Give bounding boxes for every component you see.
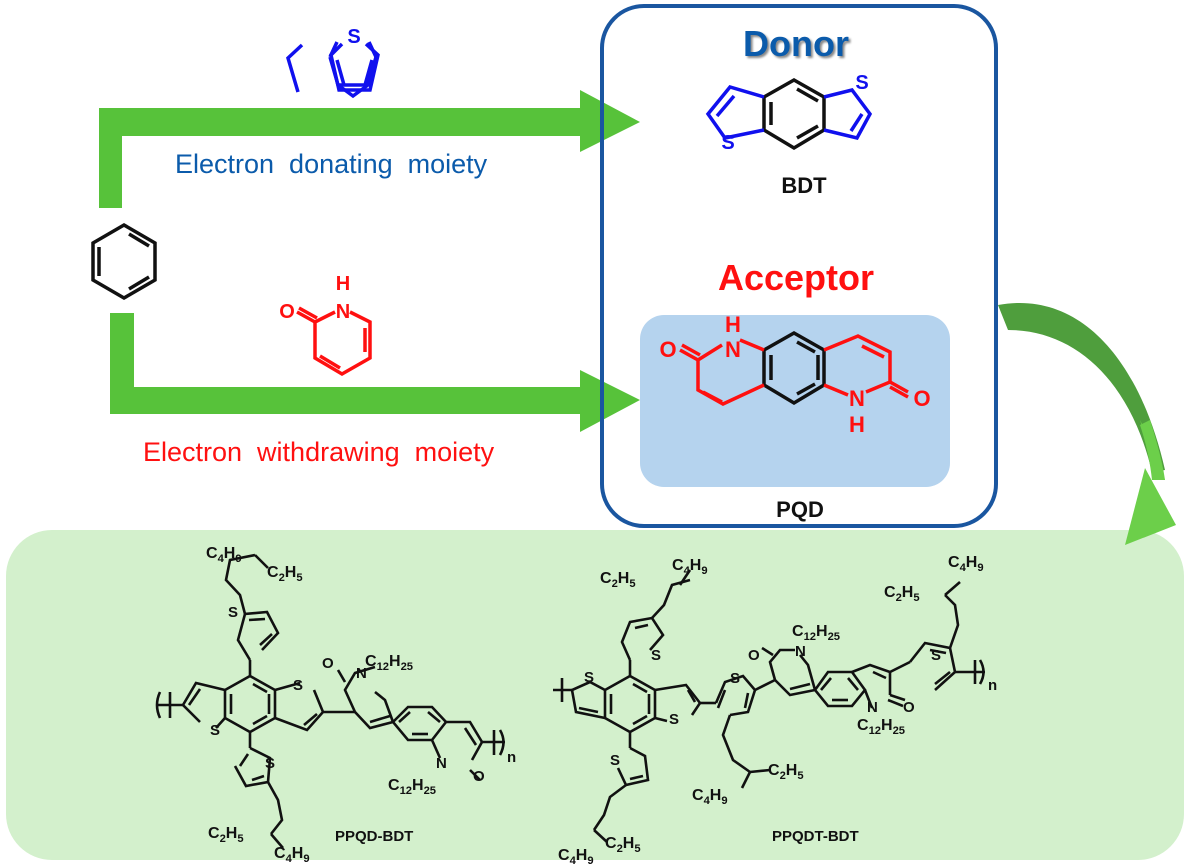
svg-text:S: S <box>931 647 941 664</box>
pyridinone-molecule <box>296 306 372 377</box>
svg-text:C4H9: C4H9 <box>206 545 242 565</box>
pqd-o-right: O <box>913 386 930 411</box>
bdt-molecule <box>705 77 873 151</box>
bdt-label: BDT <box>781 173 827 198</box>
svg-text:N: N <box>795 643 806 660</box>
svg-text:n: n <box>507 749 516 766</box>
pqd-molecule <box>679 330 909 406</box>
ppqdt-bdt-structure <box>553 569 985 843</box>
ppqdt-bdt-labels: S S S S S S O N N O n <box>584 643 997 769</box>
polymer2-label: PPQDT-BDT <box>772 828 859 845</box>
thiophene-molecule <box>286 41 378 99</box>
ppqd-bdt-labels: S S S S O N N O n <box>210 604 516 785</box>
svg-text:C2H5: C2H5 <box>884 584 920 604</box>
donating-label: Electron donating moiety <box>175 149 488 179</box>
svg-text:N: N <box>356 665 367 682</box>
svg-text:S: S <box>210 722 220 739</box>
svg-text:N: N <box>867 699 878 716</box>
benzene-molecule <box>91 222 157 301</box>
svg-text:C2H5: C2H5 <box>208 825 244 845</box>
pyridinone-n-label: N <box>336 301 350 323</box>
polymer1-label: PPQD-BDT <box>335 828 413 845</box>
pyridinone-o-label: O <box>279 301 295 323</box>
svg-text:C4H9: C4H9 <box>558 847 594 866</box>
svg-text:C4H9: C4H9 <box>692 787 728 807</box>
svg-text:N: N <box>436 755 447 772</box>
pqd-label: PQD <box>776 497 824 522</box>
donor-title: Donor <box>743 23 849 64</box>
curved-arrow <box>998 302 1176 545</box>
ppqd-bdt-alkyl: C4H9 C2H5 C12H25 C12H25 C2H5 C4H9 <box>206 545 436 865</box>
svg-text:O: O <box>748 647 760 664</box>
thiophene-s-label: S <box>347 26 360 48</box>
svg-text:S: S <box>228 604 238 621</box>
svg-text:S: S <box>265 755 275 772</box>
svg-text:C2H5: C2H5 <box>605 835 641 855</box>
svg-text:O: O <box>903 699 915 716</box>
withdrawing-arrow <box>110 313 640 432</box>
svg-text:O: O <box>473 768 485 785</box>
svg-text:C2H5: C2H5 <box>600 570 636 590</box>
ppqd-bdt-structure <box>155 553 505 849</box>
svg-text:S: S <box>669 711 679 728</box>
bdt-s-label-right: S <box>855 72 868 94</box>
svg-text:n: n <box>988 677 997 694</box>
thiophene-ring <box>291 0 353 48</box>
acceptor-title: Acceptor <box>718 257 874 298</box>
polymer-panel <box>6 530 1184 860</box>
svg-text:C4H9: C4H9 <box>274 845 310 865</box>
pqd-n-top: N <box>725 337 741 362</box>
svg-text:C4H9: C4H9 <box>672 557 708 577</box>
pqd-h-bottom: H <box>849 412 865 437</box>
pqd-n-bottom: N <box>849 386 865 411</box>
svg-text:C2H5: C2H5 <box>768 762 804 782</box>
svg-text:S: S <box>651 647 661 664</box>
withdrawing-label: Electron withdrawing moiety <box>143 437 495 467</box>
svg-text:S: S <box>584 669 594 686</box>
pqd-h-top: H <box>725 312 741 337</box>
svg-text:S: S <box>730 670 740 687</box>
svg-text:C4H9: C4H9 <box>948 554 984 574</box>
svg-text:C2H5: C2H5 <box>267 564 303 584</box>
thiophene-ring-clean <box>329 42 380 92</box>
donor-acceptor-box <box>600 4 998 528</box>
svg-text:S: S <box>293 677 303 694</box>
bdt-s-label-left: S <box>721 132 734 154</box>
svg-text:O: O <box>322 655 334 672</box>
donating-arrow <box>99 90 640 208</box>
svg-text:S: S <box>610 752 620 769</box>
pyridinone-h-label: H <box>336 273 350 295</box>
pqd-o-left: O <box>659 337 676 362</box>
